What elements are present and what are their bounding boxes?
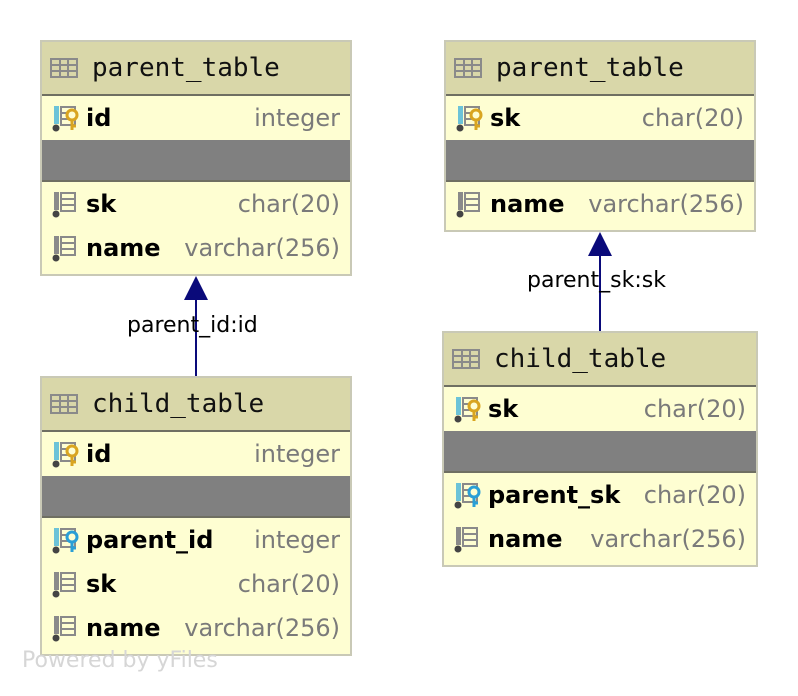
edge-arrowhead-left: [184, 276, 208, 300]
primary-key-column-icon: [50, 438, 82, 470]
column-icon: [456, 192, 480, 218]
column-row-sk[interactable]: sk char(20): [42, 562, 350, 606]
primary-key-column-icon: [454, 397, 481, 423]
column-type: varchar(256): [590, 525, 746, 553]
table-title: child_table: [494, 344, 667, 374]
column-name: sk: [488, 395, 519, 423]
column-row-sk[interactable]: sk char(20): [444, 387, 756, 431]
column-type: integer: [254, 104, 340, 132]
column-icon: [52, 616, 76, 642]
column-name: parent_id: [86, 526, 214, 554]
column-type: varchar(256): [588, 190, 744, 218]
column-icon: [50, 232, 82, 264]
column-row-sk[interactable]: sk char(20): [42, 182, 350, 226]
column-name: name: [86, 614, 161, 642]
column-name: id: [86, 104, 112, 132]
foreign-key-column-icon: [454, 483, 481, 509]
column-type: integer: [254, 526, 340, 554]
column-row-id[interactable]: id integer: [42, 432, 350, 476]
column-type: char(20): [237, 190, 340, 218]
column-type: integer: [254, 440, 340, 468]
column-name: sk: [86, 190, 117, 218]
edge-label-parent-sk: parent_sk:sk: [527, 268, 666, 293]
column-row-parent-sk[interactable]: parent_sk char(20): [444, 473, 756, 517]
column-icon: [52, 236, 76, 262]
table-title: parent_table: [496, 53, 684, 83]
table-title: parent_table: [92, 53, 280, 83]
column-row-sk[interactable]: sk char(20): [446, 96, 754, 140]
column-icon: [50, 568, 82, 600]
primary-key-column-icon: [452, 393, 484, 425]
column-row-name[interactable]: name varchar(256): [42, 606, 350, 650]
key-separator: [444, 431, 756, 473]
edge-arrowhead-right: [588, 232, 612, 256]
column-icon: [50, 188, 82, 220]
column-type: char(20): [237, 570, 340, 598]
table-header[interactable]: child_table: [444, 333, 756, 387]
column-icon: [50, 612, 82, 644]
column-name: sk: [490, 104, 521, 132]
column-name: name: [86, 234, 161, 262]
table-icon: [452, 349, 480, 369]
column-name: sk: [86, 570, 117, 598]
column-icon: [52, 192, 76, 218]
column-name: name: [488, 525, 563, 553]
primary-key-column-icon: [454, 102, 486, 134]
table-icon: [50, 394, 78, 414]
table-icon: [50, 58, 78, 78]
edge-label-parent-id: parent_id:id: [127, 313, 258, 338]
key-separator: [42, 476, 350, 518]
column-type: varchar(256): [184, 234, 340, 262]
column-type: char(20): [643, 481, 746, 509]
table-icon: [454, 58, 482, 78]
key-separator: [42, 140, 350, 182]
table-header[interactable]: child_table: [42, 378, 350, 432]
column-row-parent-id[interactable]: parent_id integer: [42, 518, 350, 562]
table-header[interactable]: parent_table: [446, 42, 754, 96]
column-row-name[interactable]: name varchar(256): [444, 517, 756, 561]
column-name: parent_sk: [488, 481, 621, 509]
primary-key-column-icon: [50, 102, 82, 134]
column-type: char(20): [641, 104, 744, 132]
column-icon: [454, 188, 486, 220]
table-icon: [452, 349, 480, 369]
primary-key-column-icon: [52, 106, 79, 132]
powered-by-watermark: Powered by yFiles: [22, 648, 218, 673]
primary-key-column-icon: [456, 106, 483, 132]
column-row-name[interactable]: name varchar(256): [446, 182, 754, 226]
table-icon: [454, 58, 482, 78]
column-row-name[interactable]: name varchar(256): [42, 226, 350, 270]
table-icon: [50, 58, 78, 78]
column-name: id: [86, 440, 112, 468]
primary-key-column-icon: [52, 442, 79, 468]
column-icon: [52, 572, 76, 598]
foreign-key-column-icon: [50, 524, 82, 556]
table-header[interactable]: parent_table: [42, 42, 350, 96]
table-title: child_table: [92, 389, 265, 419]
column-type: char(20): [643, 395, 746, 423]
foreign-key-column-icon: [52, 528, 79, 554]
column-type: varchar(256): [184, 614, 340, 642]
column-icon: [452, 523, 484, 555]
column-icon: [454, 527, 478, 553]
key-separator: [446, 140, 754, 182]
table-icon: [50, 394, 78, 414]
foreign-key-column-icon: [452, 479, 484, 511]
column-name: name: [490, 190, 565, 218]
column-row-id[interactable]: id integer: [42, 96, 350, 140]
